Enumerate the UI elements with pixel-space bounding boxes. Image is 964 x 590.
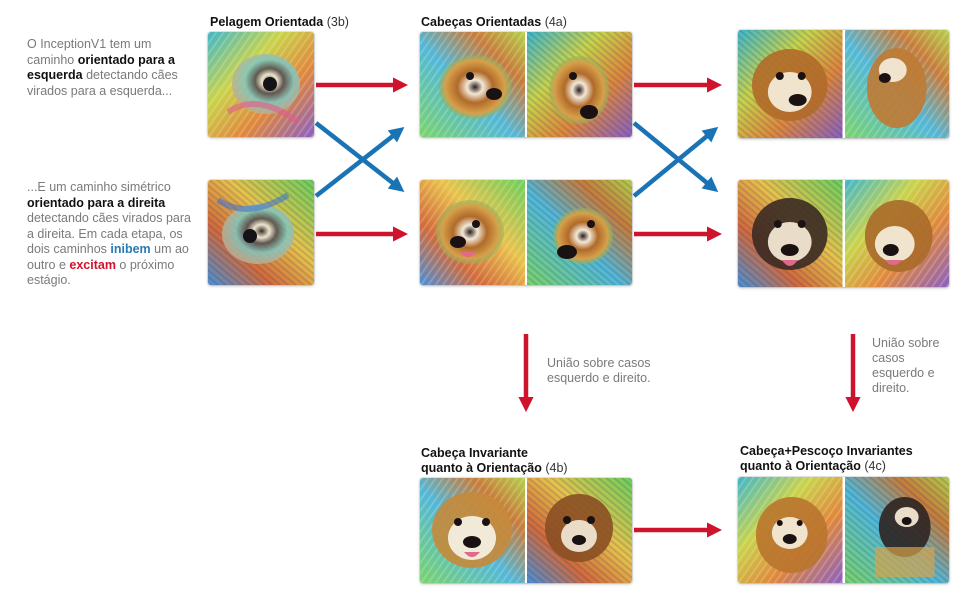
inhibit-arrow-fur-left-to-head-right [314, 121, 405, 192]
inhibit-arrow-fur-right-to-head-left [314, 127, 405, 198]
dog-fur-left-image [208, 32, 314, 137]
excite-word: excitam [69, 257, 116, 272]
dog-head-right-image-b [527, 180, 632, 285]
dog-neck-right-image-b [844, 180, 949, 287]
dog-neck-left-image-a [738, 30, 843, 138]
note-union-right: União sobre casos esquerdo e direito. [872, 336, 940, 395]
dog-head-right-image-a [420, 180, 525, 285]
title-invariant-head: Cabeça Invariante quanto à Orientação (4… [421, 446, 568, 475]
dog-invariant-neck-image-a [738, 477, 843, 583]
inhibit-word: inibem [110, 242, 151, 256]
dog-neck-right-image-a [738, 180, 843, 287]
title-invariant-head-neck: Cabeça+Pescoço Invariantes quanto à Orie… [740, 444, 913, 473]
inhibit-arrow-head-left-to-neck-right [632, 121, 719, 193]
title-oriented-fur: Pelagem Orientada (3b) [210, 15, 349, 29]
title-oriented-heads: Cabeças Orientadas (4a) [421, 15, 567, 29]
caption-left-pathway: O InceptionV1 tem um caminho orientado p… [27, 37, 178, 98]
dog-invariant-head-image-b [527, 478, 632, 583]
dog-neck-left-images [738, 30, 949, 138]
dog-invariant-head-image-a [420, 478, 525, 583]
dog-invariant-head-images [420, 478, 632, 583]
inhibit-arrow-head-right-to-neck-left [632, 126, 719, 198]
dog-head-left-image-b [527, 32, 632, 137]
dog-neck-right-images [738, 180, 949, 287]
dog-head-left-images [420, 32, 632, 137]
dog-invariant-neck-images [738, 477, 949, 583]
caption-left-highlight: orientado para a esquerda [27, 52, 175, 83]
caption-right-highlight: orientado para a direita [27, 195, 166, 210]
caption-right-pathway: ...E um caminho simétrico orientado para… [27, 180, 191, 287]
dog-neck-left-image-b [844, 30, 949, 138]
dog-head-left-image-a [420, 32, 525, 137]
dog-invariant-neck-image-b [844, 477, 949, 583]
note-union-middle: União sobre casos esquerdo e direito. [547, 356, 651, 385]
dog-head-right-images [420, 180, 632, 285]
dog-fur-right-image [208, 180, 314, 285]
